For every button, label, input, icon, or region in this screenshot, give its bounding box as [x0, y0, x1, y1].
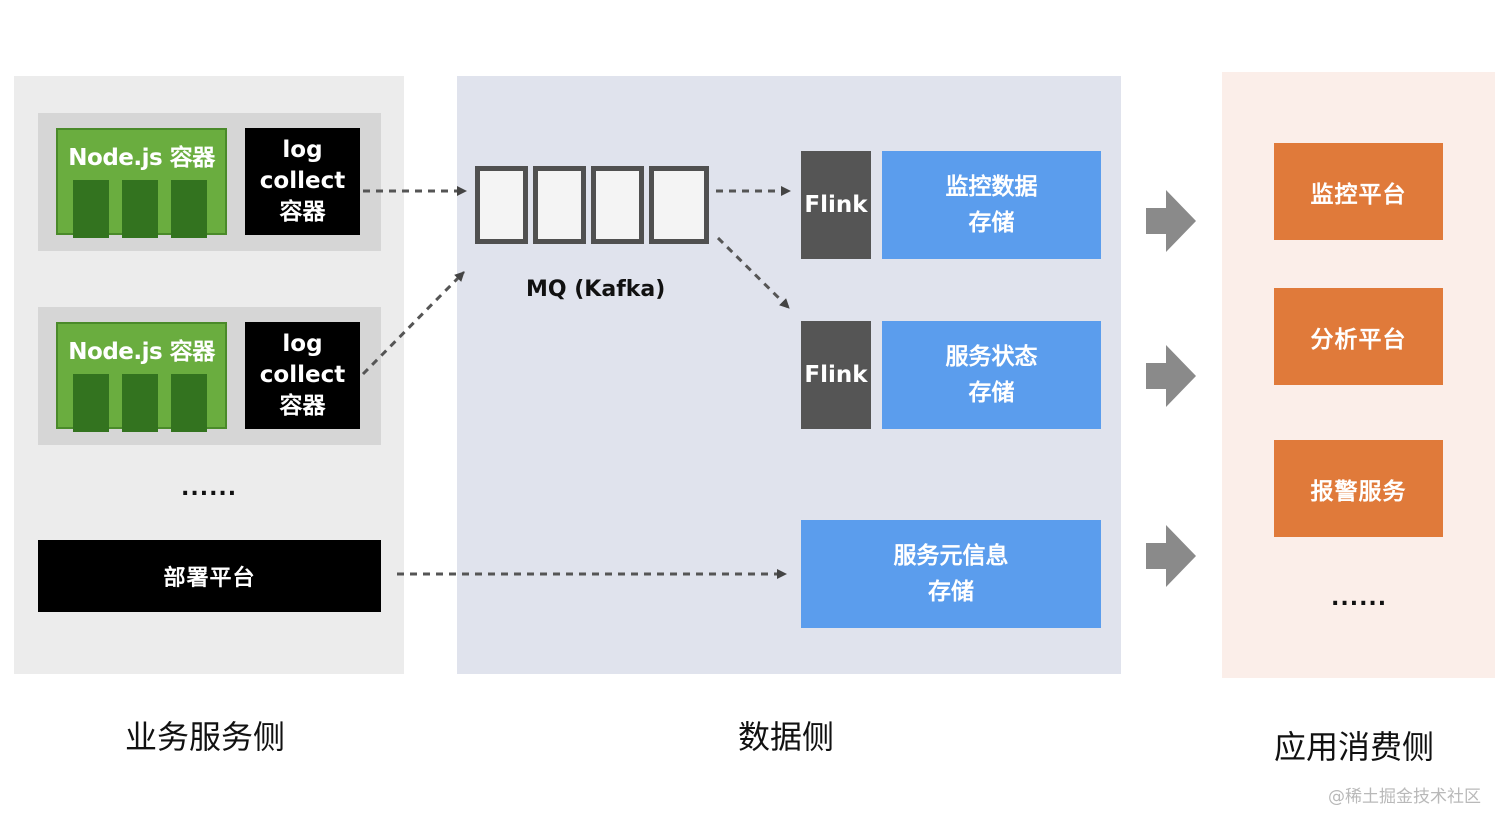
mq-to-flink-arrow — [716, 236, 791, 310]
nodejs-process-bar — [171, 374, 207, 432]
log-collect-container-1: log collect 容器 — [245, 128, 360, 235]
nodejs-process-bar — [122, 374, 158, 432]
store-label-line: 监控数据 — [945, 174, 1038, 200]
more-apps-ellipsis: ...... — [1331, 586, 1388, 611]
monitor-platform: 监控平台 — [1274, 143, 1443, 240]
log-collect-line: collect — [259, 168, 346, 194]
log-collect-line: collect — [259, 362, 346, 388]
business-side-label: 业务服务侧 — [125, 718, 286, 756]
store-label-line: 存储 — [968, 380, 1015, 406]
monitor-data-store: 监控数据 存储 — [882, 151, 1101, 259]
nodejs-process-bar — [73, 374, 109, 432]
store-label-line: 服务状态 — [945, 344, 1038, 370]
store-label-line: 存储 — [968, 210, 1015, 236]
analysis-platform: 分析平台 — [1274, 288, 1443, 385]
log-collect-line: log — [282, 137, 323, 163]
store-label-line: 存储 — [928, 579, 974, 605]
more-hosts-ellipsis: ...... — [181, 476, 238, 501]
store-label-line: 服务元信息 — [893, 543, 1009, 569]
mq-queue-cell — [475, 166, 528, 244]
nodejs-process-bar — [122, 180, 158, 238]
watermark: @稀土掘金技术社区 — [1328, 787, 1481, 807]
data-side-label: 数据侧 — [738, 718, 835, 756]
service-status-store: 服务状态 存储 — [882, 321, 1101, 429]
flink-processor-1: Flink — [801, 151, 871, 259]
mq-queue-cell — [649, 166, 709, 244]
flow-right-arrow-icon — [1146, 190, 1196, 252]
nodejs-container-label: Node.js 容器 — [68, 339, 215, 365]
deploy-platform: 部署平台 — [38, 540, 381, 612]
nodejs-process-bar — [171, 180, 207, 238]
mq-queue-cell — [533, 166, 586, 244]
log-to-mq-arrow — [361, 270, 466, 376]
flow-right-arrow-icon — [1146, 345, 1196, 407]
nodejs-process-bar — [73, 180, 109, 238]
log-collect-line: 容器 — [279, 199, 326, 225]
log-collect-container-2: log collect 容器 — [245, 322, 360, 429]
nodejs-container-1: Node.js 容器 — [56, 128, 227, 238]
flow-right-arrow-icon — [1146, 525, 1196, 587]
mq-kafka-label: MQ (Kafka) — [526, 277, 666, 302]
nodejs-container-label: Node.js 容器 — [68, 145, 215, 171]
mq-queue-cell — [591, 166, 644, 244]
log-collect-line: log — [282, 331, 323, 357]
service-metadata-store: 服务元信息 存储 — [801, 520, 1101, 628]
nodejs-container-2: Node.js 容器 — [56, 322, 227, 432]
log-collect-line: 容器 — [279, 393, 326, 419]
flink-processor-2: Flink — [801, 321, 871, 429]
consumer-side-label: 应用消费侧 — [1274, 728, 1435, 766]
alert-service: 报警服务 — [1274, 440, 1443, 537]
